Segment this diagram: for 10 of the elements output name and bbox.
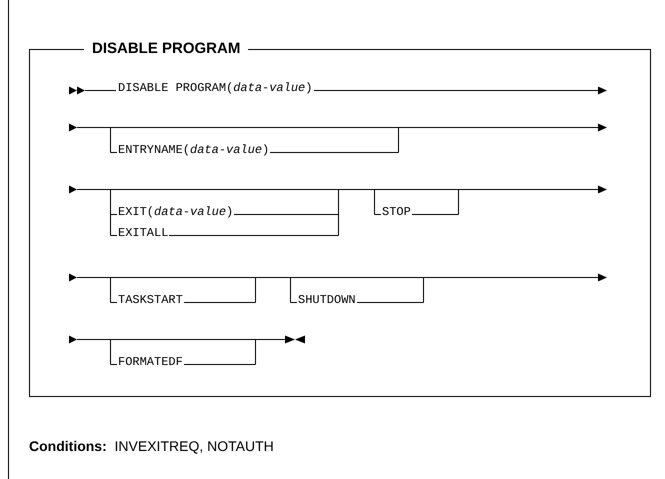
option-keyword: EXITALL [118, 226, 168, 240]
diagram-title: DISABLE PROGRAM [91, 40, 242, 58]
option-keyword: FORMATEDF [118, 355, 183, 369]
option-keyword: SHUTDOWN [298, 293, 356, 307]
option-keyword: EXIT(data-value) [118, 205, 234, 219]
conditions-note: Conditions: INVEXITREQ, NOTAUTH [29, 437, 274, 455]
command-keyword: DISABLE PROGRAM(data-value) [118, 81, 312, 95]
option-keyword: STOP [382, 205, 411, 219]
option-keyword: ENTRYNAME(data-value) [118, 143, 270, 157]
option-keyword: TASKSTART [118, 293, 183, 307]
